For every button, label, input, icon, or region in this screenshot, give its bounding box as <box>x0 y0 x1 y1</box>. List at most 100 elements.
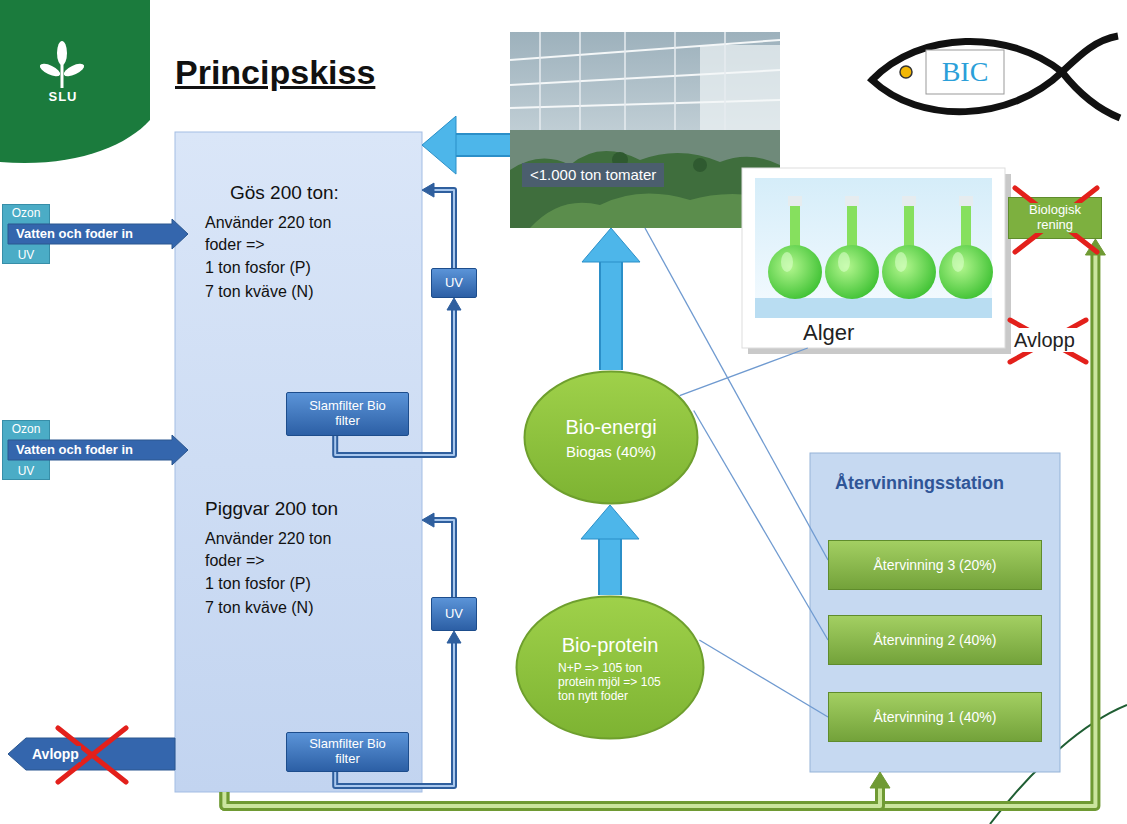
algae-photo <box>961 204 971 250</box>
flow-arrow-stroke <box>451 135 510 155</box>
water-pipe <box>224 772 890 806</box>
node-text: Bio-energi <box>565 415 656 439</box>
filter-box: Slamfilter Bio filter <box>286 732 409 772</box>
node-text-wrap: Använder 220 ton foder => <box>205 212 370 256</box>
arrow-head <box>447 298 461 310</box>
water-pipe <box>224 239 1105 806</box>
greenhouse-photo <box>510 151 780 228</box>
diagram-title: Principskiss <box>175 52 375 93</box>
node-text-wrap: <1.000 ton tomater <box>522 163 664 187</box>
inflow-arrow: Vatten och foder in <box>8 222 188 246</box>
arrow-head <box>422 183 434 197</box>
arrow-head <box>1085 239 1105 255</box>
algae-photo <box>742 168 1005 348</box>
flow-arrow-stroke <box>601 257 621 370</box>
node-text-wrap: Använder 220 ton foder => <box>205 528 370 572</box>
algae-photo <box>768 245 822 299</box>
algae-photo <box>742 168 1011 354</box>
node-text: UV <box>445 606 463 622</box>
node-text: Avlopp <box>30 746 81 763</box>
flow-arrow <box>582 228 640 370</box>
logo-text: BIC <box>926 55 1004 89</box>
greenhouse-photo <box>510 130 780 228</box>
arrow-head <box>447 631 461 643</box>
node-text: Alger <box>800 320 857 346</box>
greenhouse-photo <box>693 158 707 172</box>
recycling-box: Återvinning 1 (40%) <box>828 692 1042 742</box>
protein-ellipse: Bio-proteinN+P => 105 ton protein mjöl =… <box>515 595 705 740</box>
node-text: Ozon <box>12 206 41 220</box>
node-text-wrap: 1 ton fosfor (P) <box>205 574 311 593</box>
leader-line-stroke <box>645 228 828 560</box>
algae-photo <box>895 252 907 272</box>
slu-logo <box>0 0 150 163</box>
arrow-shape <box>8 435 188 465</box>
pipe-connector-stroke <box>432 520 454 597</box>
arrow-shape <box>8 738 175 770</box>
node-text-wrap: Piggvar 200 ton <box>205 498 338 521</box>
algae-photo <box>825 245 879 299</box>
greenhouse-photo <box>510 40 780 108</box>
pipe-connector-stroke <box>432 190 454 268</box>
water-pipe-stroke <box>224 253 1095 806</box>
greenhouse-photo <box>510 32 780 228</box>
bic-fish-logo <box>926 50 1004 94</box>
arrow-head <box>582 228 640 262</box>
recycling-panel: ÅtervinningsstationÅtervinning 3 (20%)Åt… <box>810 453 1060 772</box>
node-text: UV <box>18 464 35 478</box>
algae-photo <box>755 298 992 318</box>
node-text: Piggvar 200 ton <box>205 498 338 521</box>
node-text-wrap: Återvinningsstation <box>835 473 1004 495</box>
water-pipe-stroke <box>224 786 880 806</box>
leader-line-stroke <box>680 348 808 396</box>
slu-logo <box>38 61 62 78</box>
algae-photo <box>952 252 964 272</box>
node-text-wrap: 1 ton fosfor (P) <box>205 258 311 277</box>
crossed-note: Avlopp <box>1012 328 1077 352</box>
node-text: Använder 220 ton foder => <box>205 528 370 572</box>
recycling-box: Återvinning 2 (40%) <box>828 615 1042 665</box>
outflow-arrow: Avlopp <box>8 738 175 770</box>
algae-photo <box>788 196 802 206</box>
water-pipe-stroke <box>224 786 880 806</box>
node-text-wrap: 7 ton kväve (N) <box>205 282 313 301</box>
leader-line <box>694 411 828 641</box>
algae-photo <box>755 178 992 318</box>
node-text: Bio-protein <box>562 633 659 657</box>
leader-line-stroke <box>699 640 828 717</box>
pipe-connector-stroke <box>432 190 454 268</box>
node-text: Gös 200 ton: <box>230 182 339 205</box>
algae-photo <box>902 196 916 206</box>
node-text-wrap: Alger <box>800 320 857 346</box>
cross-mark <box>1010 320 1086 362</box>
pipe-connector-stroke <box>432 520 454 597</box>
algae-photo <box>959 196 973 206</box>
algae-photo <box>790 204 800 250</box>
uv-box: UV <box>431 597 477 631</box>
node-text: Vatten och foder in <box>16 226 133 242</box>
arrow-head <box>870 772 890 788</box>
cross-mark <box>1015 188 1097 252</box>
leader-line <box>699 640 828 717</box>
cross-mark <box>1015 188 1097 252</box>
node-text: 7 ton kväve (N) <box>205 598 313 617</box>
bic-fish-logo <box>872 41 1062 111</box>
node-text: <1.000 ton tomater <box>522 163 664 187</box>
node-text: Återvinningsstation <box>835 473 1004 495</box>
pipe-connector <box>422 513 454 597</box>
inflow-arrow: Vatten och foder in <box>8 438 188 462</box>
node-text: Slamfilter Bio filter <box>308 399 388 429</box>
node-text: Ozon <box>12 422 41 436</box>
panel-ground <box>810 453 1060 772</box>
tank-panel: Gös 200 ton: Använder 220 ton foder => 1 t… <box>175 132 422 792</box>
flow-arrow-stroke <box>599 257 623 370</box>
flow-arrow-stroke <box>598 534 622 595</box>
flow-arrow-stroke <box>451 133 510 157</box>
algae-photo <box>781 252 793 272</box>
greenhouse-node: <1.000 ton tomater <box>510 32 780 228</box>
node-text: Återvinning 2 (40%) <box>874 632 997 649</box>
flow-arrow <box>422 116 510 174</box>
treatment-box: Biologisk rening <box>1008 197 1102 239</box>
crossed-note-wrap: Avlopp <box>1012 328 1077 352</box>
